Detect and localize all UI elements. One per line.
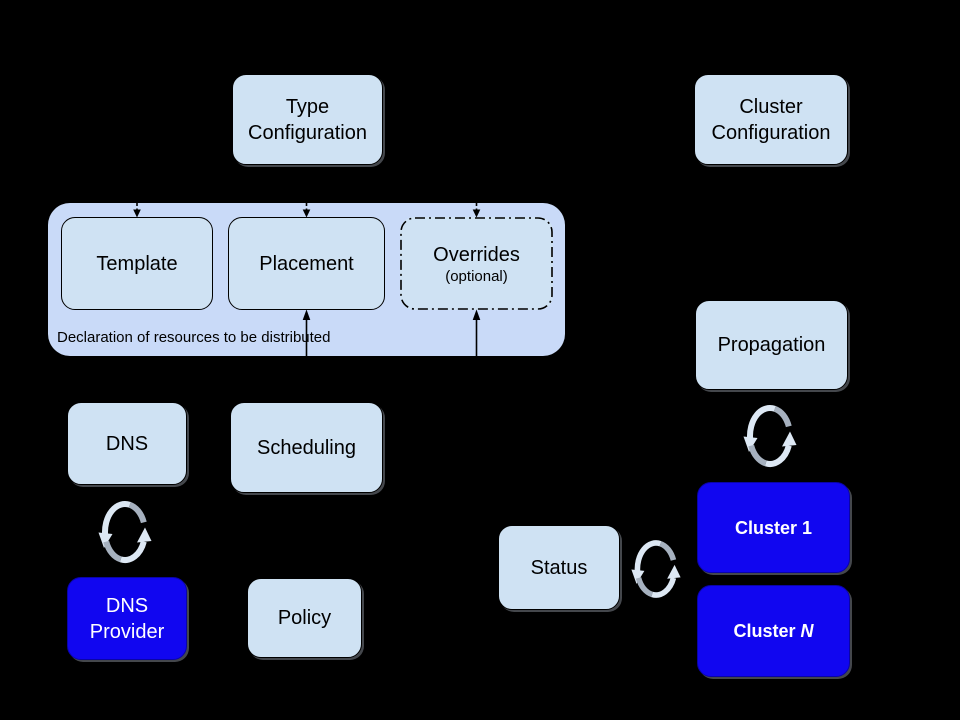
box-label: Configuration: [711, 121, 831, 144]
sync-icon: [743, 405, 797, 467]
box-label: Placement: [259, 252, 354, 275]
box-dns-provider: DNS Provider: [67, 577, 187, 660]
box-placement: Placement: [228, 217, 385, 310]
box-overrides: Overrides (optional): [400, 217, 553, 310]
box-cluster-configuration: Cluster Configuration: [694, 74, 848, 165]
box-label: Status: [530, 556, 588, 579]
box-label: Configuration: [248, 121, 367, 144]
box-status: Status: [498, 525, 620, 610]
box-label: Scheduling: [257, 436, 356, 459]
box-sublabel: (optional): [445, 268, 508, 285]
box-label: Cluster: [739, 95, 803, 118]
box-cluster-1: Cluster 1: [697, 482, 850, 573]
box-label: DNS: [105, 594, 149, 617]
box-label: DNS: [105, 432, 149, 455]
federated-resource-container: Template Placement Overrides (optional) …: [48, 203, 565, 356]
box-label: Provider: [89, 620, 165, 643]
box-label: Propagation: [717, 334, 826, 356]
box-scheduling: Scheduling: [230, 402, 383, 493]
box-label: Policy: [277, 607, 332, 629]
box-label: Cluster 1: [734, 517, 813, 538]
box-type-configuration: Type Configuration: [232, 74, 383, 165]
box-propagation: Propagation: [695, 300, 848, 390]
container-caption: Declaration of resources to be distribut…: [57, 329, 331, 346]
box-label: Overrides: [433, 244, 520, 266]
sync-icon: [631, 540, 681, 598]
box-dns: DNS: [67, 402, 187, 485]
box-label: Template: [96, 252, 178, 275]
box-label: Type: [285, 95, 330, 118]
box-policy: Policy: [247, 578, 362, 658]
sync-icon: [98, 501, 152, 563]
box-template: Template: [61, 217, 213, 310]
